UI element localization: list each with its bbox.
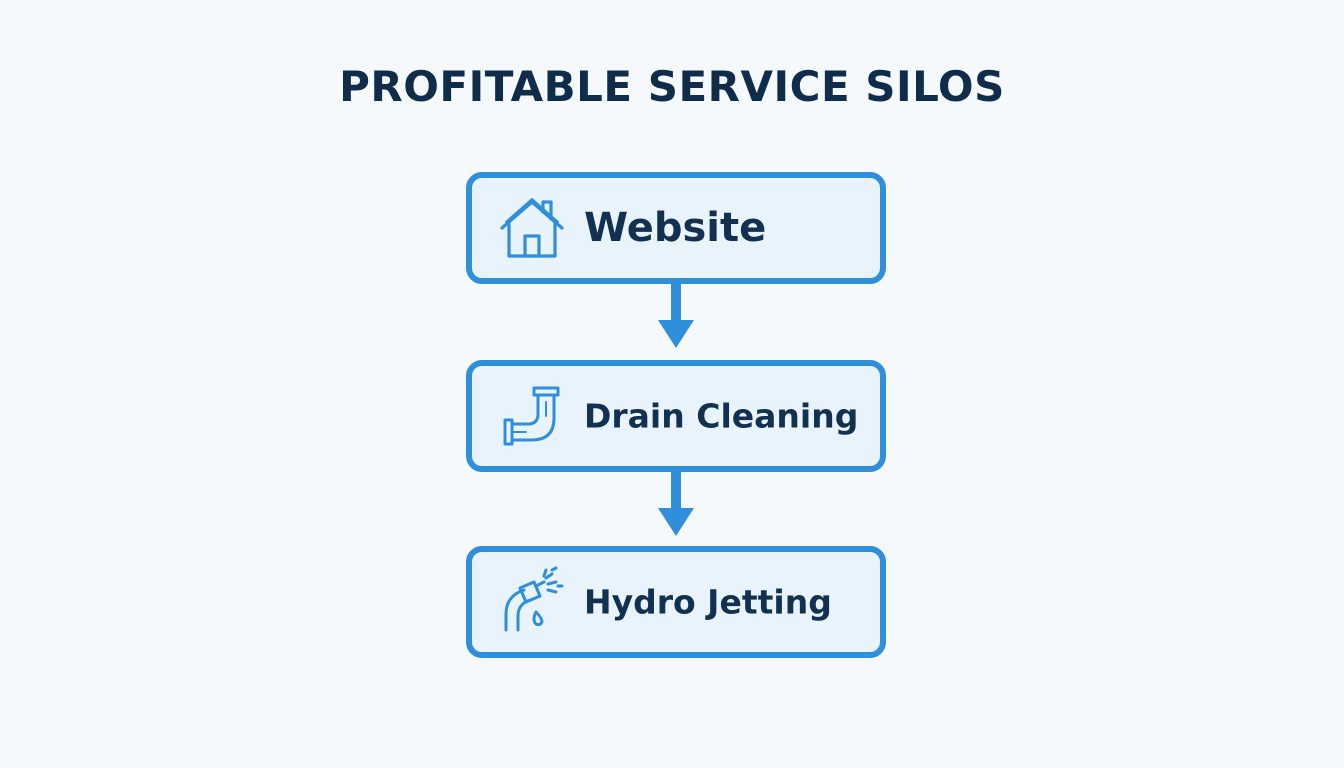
node-label-drain-cleaning: Drain Cleaning — [584, 396, 859, 436]
node-label-hydro-jetting: Hydro Jetting — [584, 582, 832, 622]
page-title: PROFITABLE SERVICE SILOS — [339, 62, 1005, 111]
node-drain-cleaning: Drain Cleaning — [466, 360, 886, 472]
flow-arrow — [656, 470, 696, 538]
node-label-website: Website — [584, 205, 767, 251]
flow-arrow — [656, 282, 696, 350]
node-website: Website — [466, 172, 886, 284]
house-icon — [496, 192, 568, 264]
pipe-icon — [496, 380, 568, 452]
spray-nozzle-icon — [496, 566, 568, 638]
node-hydro-jetting: Hydro Jetting — [466, 546, 886, 658]
